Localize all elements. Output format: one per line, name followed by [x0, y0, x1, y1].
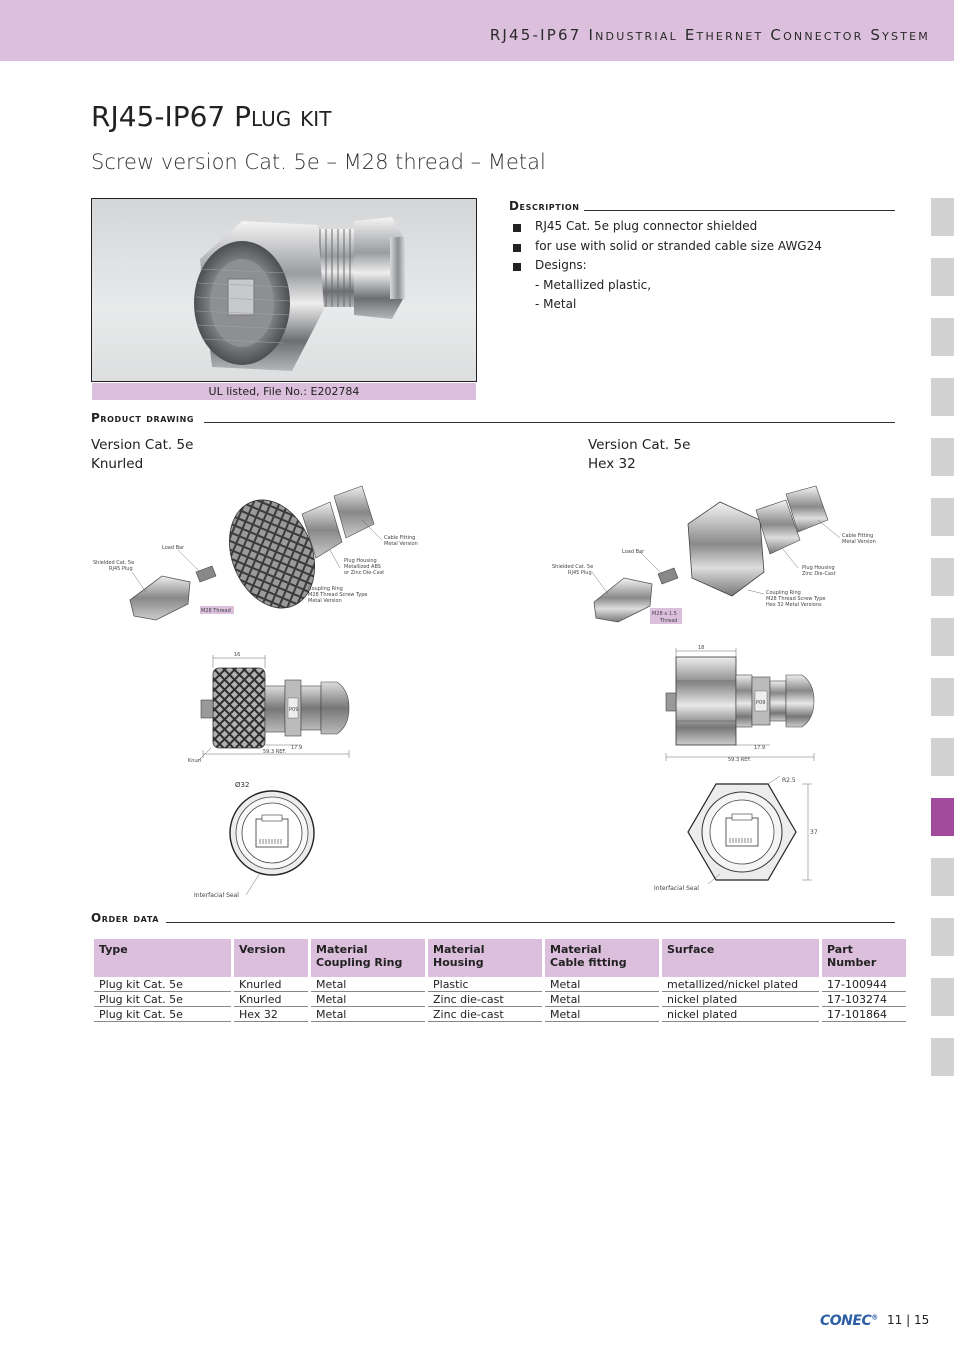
- m28-highlight: [200, 606, 234, 614]
- left-variant-label: Version Cat. 5e Knurled: [91, 437, 194, 472]
- page-subtitle: Screw version Cat. 5e – M28 thread – Met…: [91, 150, 546, 174]
- hex-metal-label: Hex 32 Metal Versions: [766, 602, 822, 608]
- side-tab[interactable]: [931, 378, 954, 416]
- dim-593-label: 59.3 REF.: [263, 749, 286, 755]
- cable-fitting-label: Cable Fitting: [842, 533, 873, 539]
- column-header: Version: [234, 939, 308, 977]
- description-list: RJ45 Cat. 5e plug connector shielded for…: [512, 217, 892, 314]
- side-tab[interactable]: [931, 318, 954, 356]
- m28-label: M28 Thread: [201, 608, 231, 614]
- product-photo: [91, 198, 477, 382]
- m28-screw-label: M28 Thread Screw Type: [766, 596, 825, 602]
- column-header: Surface: [662, 939, 819, 977]
- plug-housing-label: Plug Housing: [344, 558, 377, 564]
- cable-fitting-label: Cable Fitting: [384, 535, 415, 541]
- dim-179-label: 17.9: [291, 745, 302, 751]
- m28-label-b: Thread: [659, 618, 677, 624]
- m28-screw-label: M28 Thread Screw Type: [308, 592, 367, 598]
- side-tab[interactable]: [931, 738, 954, 776]
- knurled-front-view: Ø32 Interfacial Seal: [194, 781, 315, 899]
- p09-label: P09: [756, 700, 765, 706]
- table-row: Plug kit Cat. 5e Knurled Metal Zinc die-…: [94, 992, 906, 1007]
- side-tab[interactable]: [931, 198, 954, 236]
- hex-front-view: R2.5 37 Interfacial Seal: [654, 775, 818, 892]
- side-tab[interactable]: [931, 858, 954, 896]
- rj45-label: RJ45 Plug: [109, 566, 133, 572]
- side-tab[interactable]: [931, 678, 954, 716]
- coupling-ring-label: Coupling Ring: [766, 590, 801, 596]
- metallized-label: Metallized ABS: [344, 564, 381, 570]
- shielded-label: Shielded Cat. 5e: [552, 564, 593, 570]
- product-drawing-rule: [204, 422, 895, 423]
- knurl-label: Knurl: [188, 758, 201, 764]
- side-tab[interactable]: [931, 258, 954, 296]
- m28-highlight: [650, 608, 682, 624]
- knurled-side-view: P09 16 17.9 59.3 REF. Knurl: [188, 652, 350, 764]
- side-tab[interactable]: [931, 918, 954, 956]
- column-header: Type: [94, 939, 231, 977]
- description-item: for use with solid or stranded cable siz…: [512, 237, 892, 257]
- plug-housing-label: Plug Housing: [802, 565, 835, 571]
- table-row: Plug kit Cat. 5e Knurled Metal Plastic M…: [94, 977, 906, 992]
- rj45-label: RJ45 Plug: [568, 570, 592, 576]
- right-variant-label: Version Cat. 5e Hex 32: [588, 437, 691, 472]
- description-rule: [584, 210, 895, 211]
- shielded-label: Shielded Cat. 5e: [93, 560, 134, 566]
- bullet-icon: [513, 224, 521, 232]
- side-tab[interactable]: [931, 1038, 954, 1076]
- hex-exploded-drawing: Load Bar Shielded Cat. 5e RJ45 Plug M28 …: [552, 485, 876, 624]
- interfacial-seal-label: Interfacial Seal: [654, 885, 699, 892]
- bullet-icon: [513, 243, 521, 252]
- zinc-label: Zinc Die-Cast: [802, 571, 836, 577]
- product-drawing-heading: Product drawing: [91, 411, 195, 425]
- metal-version2-label: Metal Version: [308, 598, 342, 604]
- hex-side-view: P09 18 17.9 59.3 REF.: [665, 645, 815, 763]
- product-photo-illustration: [194, 217, 406, 371]
- dim-18-label: 18: [698, 645, 704, 651]
- coupling-ring-label: Coupling Ring: [308, 586, 343, 592]
- description-subitem: - Metallized plastic,: [535, 277, 652, 292]
- side-tab[interactable]: [931, 978, 954, 1016]
- load-bar-label: Load Bar: [162, 545, 185, 551]
- metal-version-label: Metal Version: [384, 541, 418, 547]
- side-tab[interactable]: [931, 438, 954, 476]
- r25-label: R2.5: [782, 777, 796, 784]
- m28-label-a: M28 x 1.5: [652, 611, 677, 617]
- description-item: Designs:: [512, 256, 892, 276]
- interfacial-seal-label: Interfacial Seal: [194, 892, 239, 899]
- header-title: RJ45-IP67 Industrial Ethernet Connector …: [489, 26, 930, 44]
- order-data-heading: Order data: [91, 911, 160, 925]
- p09-label: P09: [289, 707, 298, 713]
- order-data-rule: [166, 922, 895, 923]
- description-subitem: - Metal: [535, 296, 577, 311]
- dim-593-label: 59.3 REF.: [728, 757, 751, 763]
- bullet-icon: [513, 263, 521, 271]
- dim-16-label: 16: [234, 652, 240, 658]
- knurled-exploded-drawing: Load Bar Shielded Cat. 5e RJ45 Plug M28 …: [93, 485, 418, 621]
- zinc-label: or Zinc Die-Cast: [344, 570, 384, 576]
- conec-logo: CONEC®: [820, 1313, 878, 1329]
- header-band: [0, 0, 954, 61]
- metal-version-label: Metal Version: [842, 539, 876, 545]
- side-tab[interactable]: [931, 498, 954, 536]
- dim-37-label: 37: [810, 829, 818, 836]
- dia32-label: Ø32: [235, 781, 249, 789]
- dim-179-label: 17.9: [754, 745, 765, 751]
- side-tab[interactable]: [931, 798, 954, 836]
- side-tab[interactable]: [931, 618, 954, 656]
- page-title: RJ45-IP67 Plug kit: [91, 100, 332, 133]
- table-row: Plug kit Cat. 5e Hex 32 Metal Zinc die-c…: [94, 1007, 906, 1022]
- page-number: 11 | 15: [887, 1313, 930, 1327]
- side-tab[interactable]: [931, 558, 954, 596]
- description-heading: Description: [509, 199, 580, 213]
- load-bar-label: Load Bar: [622, 549, 645, 555]
- description-item: RJ45 Cat. 5e plug connector shielded: [512, 217, 892, 237]
- column-header: Part Number: [822, 939, 906, 977]
- photo-caption: UL listed, File No.: E202784: [92, 383, 476, 400]
